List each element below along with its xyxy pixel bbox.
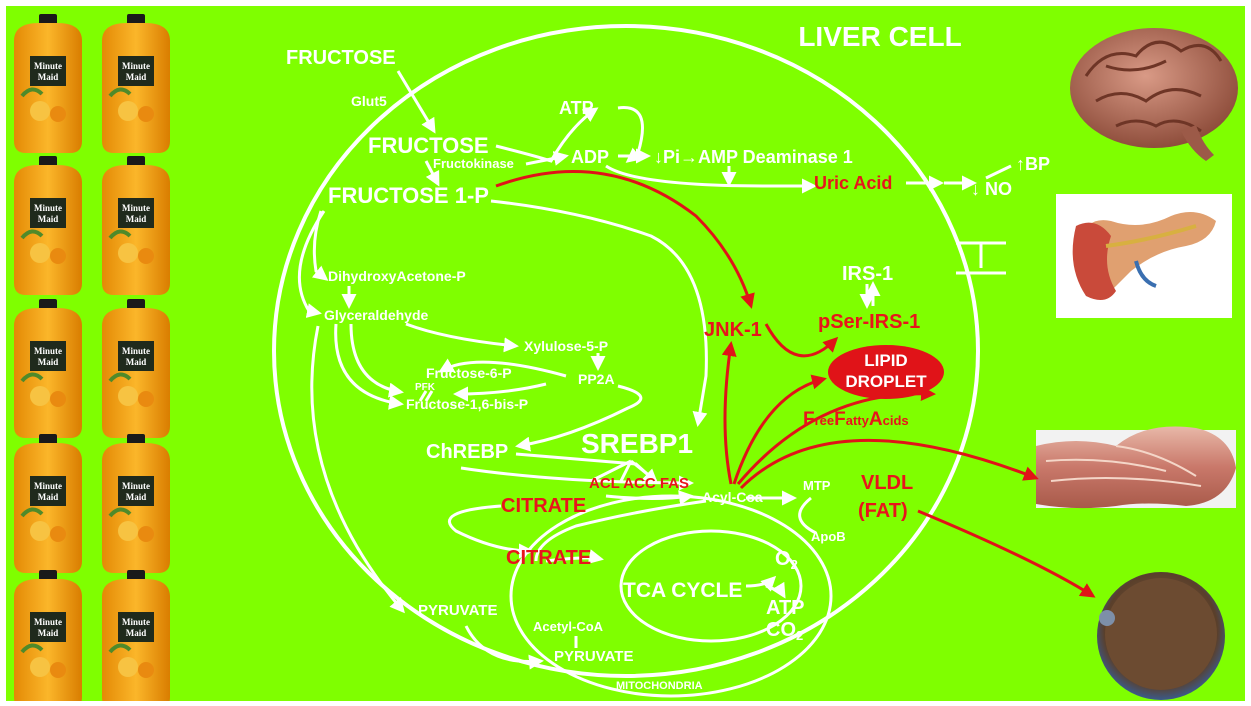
glyceraldehyde-label: Glyceraldehyde [324,307,428,323]
juice-jugs: MinuteMaidMinuteMaidMinuteMaidMinuteMaid… [14,14,170,701]
atp-mito-label: ATP [766,597,805,619]
adp-label: ADP [571,147,609,167]
jug-brand-line2: Maid [126,72,147,82]
irs1-label: IRS-1 [842,263,893,285]
pyruvate-mito: PYRUVATE [554,648,633,665]
jug-brand-line1: Minute [122,203,150,213]
citrate-outer: CITRATE [501,495,586,517]
muscle-image [1036,426,1236,508]
fat-cell-image [1097,572,1225,700]
lipid-droplet-line1: LIPID [864,351,907,370]
mtp-label: MTP [803,478,831,493]
dhap-label: DihydroxyAcetone-P [328,268,466,284]
pancreas-image [1056,194,1232,318]
jug-brand-line2: Maid [38,72,59,82]
jug-brand-line2: Maid [126,357,147,367]
fructose-outside: FRUCTOSE [286,47,396,69]
jug-brand-line1: Minute [122,617,150,627]
fructose-inside: FRUCTOSE [368,133,489,158]
fat-label: (FAT) [858,500,908,522]
jug-brand-line1: Minute [122,346,150,356]
liver-cell-diagram: MinuteMaidMinuteMaidMinuteMaidMinuteMaid… [6,6,1245,701]
citrate-inner: CITRATE [506,547,591,569]
jug-brand-line2: Maid [38,492,59,502]
jug-brand-line1: Minute [34,203,62,213]
pi-amp-deaminase: ↓Pi→AMP Deaminase 1 [654,147,853,167]
jug-brand-line2: Maid [126,492,147,502]
jnk1-label: JNK-1 [704,319,762,341]
jug-brand-line1: Minute [34,346,62,356]
acyl-coa: Acyl-Coa [702,489,763,505]
mitochondria-label: MITOCHONDRIA [616,680,703,692]
jug-brand-line2: Maid [126,214,147,224]
xylulose-label: Xylulose-5-P [524,338,608,354]
jug-brand-line1: Minute [34,481,62,491]
acl-acc-fas: ACL ACC FAS [589,475,689,492]
fructose-1p: FRUCTOSE 1-P [328,183,489,208]
lipid-droplet-line2: DROPLET [845,372,927,391]
srebp1-label: SREBP1 [581,428,693,459]
vldl-label: VLDL [861,472,913,494]
pser-irs1: pSer-IRS-1 [818,311,920,333]
uric-acid: Uric Acid [814,173,892,193]
jug-brand-line2: Maid [38,628,59,638]
brain-image [1070,28,1238,161]
fructose16-label: Fructose-1,6-bis-P [406,396,528,412]
pfk-label: PFK [415,382,436,393]
jug-brand-line1: Minute [34,617,62,627]
free-fatty-acids: FreeFattyAcids [803,409,909,430]
bp-label: ↑BP [1016,154,1050,174]
fructokinase-label: Fructokinase [433,156,514,171]
jug-brand-line2: Maid [38,214,59,224]
tca-cycle-label: TCA CYCLE [623,579,742,602]
apob-label: ApoB [811,529,846,544]
jug-brand-line2: Maid [126,628,147,638]
title: LIVER CELL [798,21,961,52]
jug-brand-line1: Minute [122,481,150,491]
pp2a-label: PP2A [578,371,615,387]
atp-label: ATP [559,98,594,118]
chrebp-label: ChREBP [426,441,508,463]
o2-label: O2 [775,548,798,572]
co2-label: CO2 [766,619,803,643]
no-label: ↓ NO [971,179,1012,199]
pyruvate-cytosol: PYRUVATE [418,602,497,619]
glut5-label: Glut5 [351,93,387,109]
jug-brand-line1: Minute [122,61,150,71]
acetyl-coa: Acetyl-CoA [533,619,604,634]
jug-brand-line1: Minute [34,61,62,71]
fructose6p-label: Fructose-6-P [426,365,512,381]
jug-brand-line2: Maid [38,357,59,367]
